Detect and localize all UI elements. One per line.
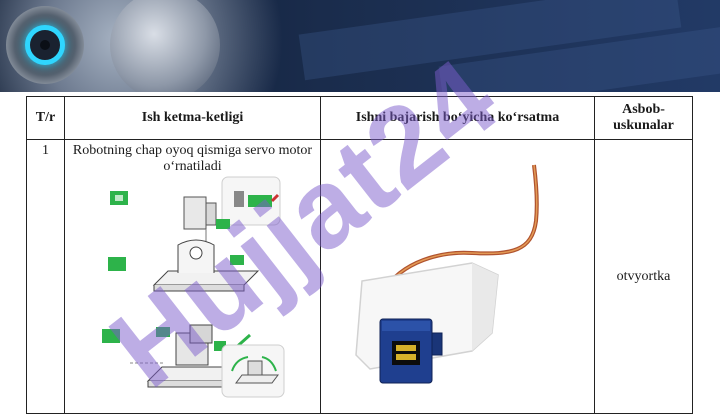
assembly-diagram-svg	[102, 176, 285, 398]
robot-head-image	[110, 0, 220, 92]
header-banner	[0, 0, 720, 92]
header-sequence: Ish ketma-ketligi	[64, 96, 321, 140]
assembly-diagram	[66, 175, 319, 401]
tool-cell: otvyortka	[594, 139, 693, 414]
servo-photo	[355, 164, 539, 384]
header-tools: Asbob-uskunalar	[594, 96, 693, 140]
servo-bracket	[183, 196, 207, 230]
steps-table: T/r Ish ketma-ketligi Ishni bajarish bo‘…	[26, 96, 693, 414]
robot-eye-ring	[25, 25, 65, 65]
step-cell: Robotning chap oyoq qismiga servo motor …	[64, 139, 321, 414]
step-number: 1	[26, 139, 65, 414]
foot-plate	[152, 270, 260, 286]
table-row: 1 Robotning chap oyoq qismiga servo moto…	[26, 139, 693, 414]
servo-label	[396, 345, 416, 351]
step-description: Robotning chap oyoq qismiga servo motor …	[72, 143, 313, 174]
table-header-row: T/r Ish ketma-ketligi Ishni bajarish bo‘…	[26, 96, 693, 140]
header-instruction: Ishni bajarish bo‘yicha ko‘rsatma	[320, 96, 595, 140]
robot-eye-icon	[6, 6, 84, 84]
instruction-photo-cell	[320, 139, 595, 414]
header-number: T/r	[26, 96, 65, 140]
